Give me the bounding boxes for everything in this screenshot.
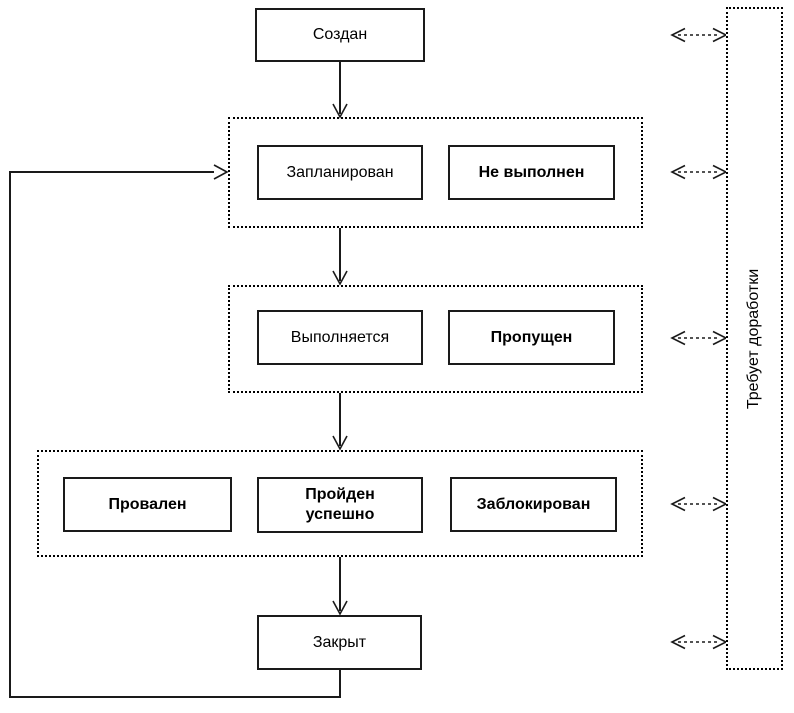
node-planned: Запланирован (257, 145, 423, 200)
arrow-result-to-closed (332, 557, 348, 616)
double-arrow-planned-rework (670, 164, 728, 180)
group-planned (228, 117, 643, 228)
node-closed: Закрыт (257, 615, 422, 670)
double-arrow-created-rework (670, 27, 728, 43)
group-executing (228, 285, 643, 393)
node-failed-label: Провален (108, 495, 187, 513)
needs-rework-label: Требует доработки (745, 268, 763, 409)
node-skipped-label: Пропущен (490, 328, 573, 346)
node-created-label: Создан (312, 26, 368, 43)
node-failed: Провален (63, 477, 232, 532)
group-result (37, 450, 643, 557)
node-passed: Пройден успешно (257, 477, 423, 533)
node-blocked: Заблокирован (450, 477, 617, 532)
node-planned-label: Запланирован (286, 163, 394, 181)
node-blocked-label: Заблокирован (476, 495, 591, 513)
double-arrow-result-rework (670, 496, 728, 512)
needs-rework-panel: Требует доработки (726, 7, 783, 670)
node-executing: Выполняется (257, 310, 423, 365)
node-created: Создан (255, 8, 425, 62)
arrow-closed-loop-to-planned-group (9, 164, 341, 698)
arrow-executing-to-result-group (332, 393, 348, 451)
node-closed-label: Закрыт (312, 633, 367, 651)
node-passed-label: Пройден успешно (305, 486, 375, 523)
node-not-executed: Не выполнен (448, 145, 615, 200)
arrow-created-to-planned-group (332, 62, 348, 119)
node-skipped: Пропущен (448, 310, 615, 365)
node-executing-label: Выполняется (290, 328, 390, 346)
arrow-planned-to-executing-group (332, 228, 348, 286)
node-not-executed-label: Не выполнен (478, 163, 585, 181)
double-arrow-closed-rework (670, 634, 728, 650)
double-arrow-executing-rework (670, 330, 728, 346)
